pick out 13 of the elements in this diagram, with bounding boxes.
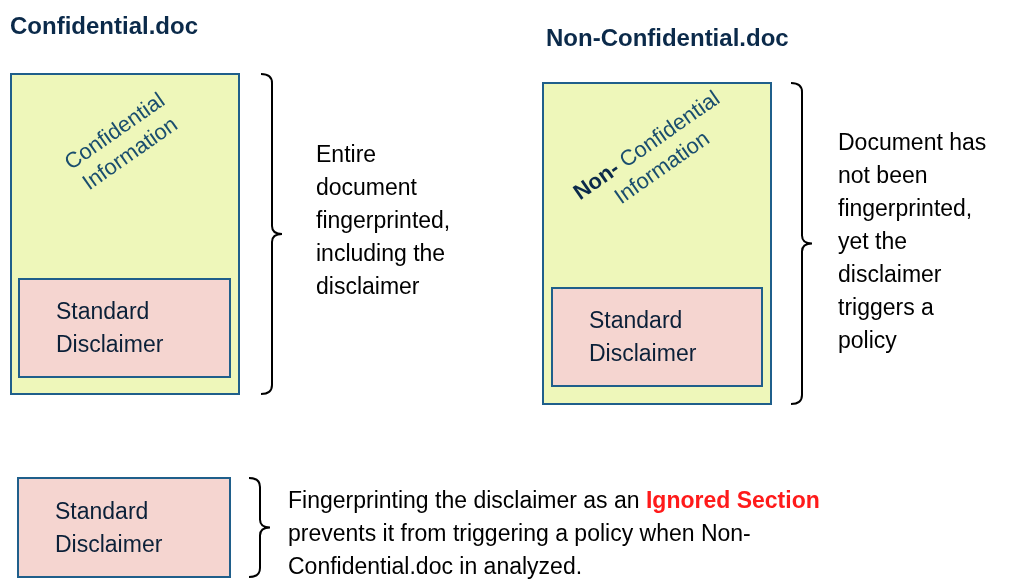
disclaimer-box	[551, 287, 763, 387]
disclaimer-box	[18, 278, 231, 378]
document-title: Confidential.doc	[10, 11, 198, 41]
note-text: Document has not been fingerprinted, yet the disclaimer triggers a policy	[838, 128, 988, 355]
note-text: Entire document fingerprinted, including the disclaimer	[316, 140, 452, 301]
document-title: Non-Confidential.doc	[546, 23, 789, 53]
document-box	[10, 73, 240, 395]
document-box	[542, 82, 772, 405]
note-text: Fingerprinting the disclaimer as an Ignored Section prevents it from triggering a policy when Non-Confidential.doc in analyzed.	[288, 486, 821, 581]
disclaimer-text: Standard Disclaimer	[55, 297, 165, 359]
disclaimer-text: Standard Disclaimer	[54, 496, 164, 559]
disclaimer-box	[17, 477, 231, 578]
disclaimer-text: Standard Disclaimer	[588, 306, 698, 368]
